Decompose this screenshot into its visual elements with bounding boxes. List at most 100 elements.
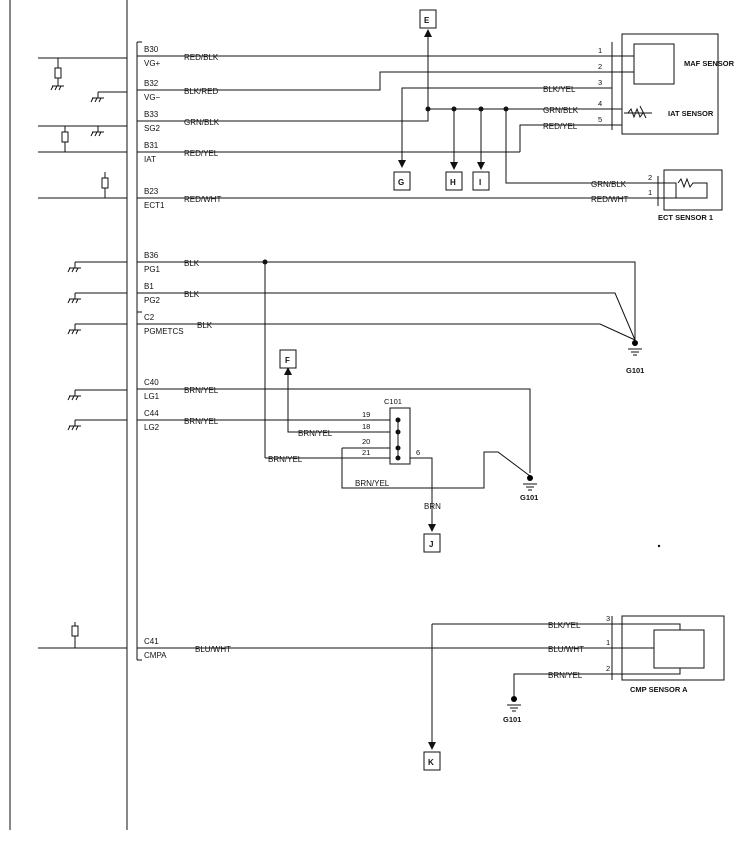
ect-sensor-label: ECT SENSOR 1	[658, 213, 713, 222]
label-c40-color: BRN/YEL	[184, 386, 219, 395]
pin-b33-name: SG2	[144, 124, 161, 133]
ecm-internal-circuits	[38, 57, 127, 649]
ground-g101-cmp: G101	[503, 696, 521, 724]
ref-i-label: I	[479, 178, 481, 187]
pin-b31-number: B31	[144, 141, 159, 150]
label-c101-low-color: BRN/YEL	[355, 479, 390, 488]
maf-pin-3: 3	[598, 78, 602, 87]
ref-box-k[interactable]: K	[423, 751, 441, 771]
c101-pin-20: 20	[362, 437, 370, 446]
label-maf5-color: RED/YEL	[543, 122, 578, 131]
pin-c40-number: C40	[144, 378, 159, 387]
ground-g101-main: G101	[626, 340, 644, 375]
c101-connector: C101 19 18 20 21 6	[362, 397, 420, 465]
wires	[137, 36, 658, 748]
c101-pin-21: 21	[362, 448, 370, 457]
label-cmp3-color: BLK/YEL	[548, 621, 581, 630]
label-b36-color: BLK	[184, 259, 200, 268]
label-cmp2-color: BRN/YEL	[548, 671, 583, 680]
cmp-sensor: 3 1 2 CMP SENSOR A	[606, 614, 725, 694]
ref-f-label: F	[285, 356, 290, 365]
wire-brn	[410, 457, 433, 530]
ground-g101-c101-label: G101	[520, 493, 538, 502]
wire-c40	[137, 388, 531, 473]
c101-pin-19: 19	[362, 410, 370, 419]
label-cmp1-color: BLU/WHT	[548, 645, 584, 654]
pin-b23-name: ECT1	[144, 201, 165, 210]
label-c41-color: BLU/WHT	[195, 645, 231, 654]
maf-pin-4: 4	[598, 99, 602, 108]
label-ect2-color: GRN/BLK	[591, 180, 627, 189]
pin-b36-name: PG1	[144, 265, 161, 274]
pin-b30-number: B30	[144, 45, 159, 54]
label-c2-color: BLK	[197, 321, 213, 330]
wire-ect2	[505, 109, 658, 184]
arrowheads	[284, 29, 485, 750]
wire-maf5	[519, 124, 612, 152]
ecm-pin-labels: B30 VG+ B32 VG− B33 SG2 B31 IAT B23 ECT1…	[144, 45, 184, 660]
ref-box-g[interactable]: G	[393, 171, 411, 191]
ref-box-i[interactable]: I	[472, 171, 490, 191]
pin-c41-number: C41	[144, 637, 159, 646]
label-b1-color: BLK	[184, 290, 200, 299]
c101-pin-6: 6	[416, 448, 420, 457]
maf-pin-2: 2	[598, 62, 602, 71]
maf-sensor-label: MAF SENSOR	[684, 59, 735, 68]
wire-to-f	[287, 370, 390, 433]
wire-b1	[137, 292, 636, 341]
ect-pin-2: 2	[648, 173, 652, 182]
maf-pin-5: 5	[598, 115, 602, 124]
label-maf4-color: GRN/BLK	[543, 106, 579, 115]
pin-b31-name: IAT	[144, 155, 156, 164]
pin-b1-name: PG2	[144, 296, 161, 305]
ref-h-label: H	[450, 178, 456, 187]
maf-iat-sensor: 1 2 3 4 5 MAF SENSOR IAT SENSOR	[598, 33, 735, 135]
label-brn-color: BRN	[424, 502, 441, 511]
label-ect1-color: RED/WHT	[591, 195, 628, 204]
wire-maf3	[401, 87, 612, 160]
ground-g101-main-label: G101	[626, 366, 644, 375]
wire-b32	[137, 71, 612, 91]
pin-b33-number: B33	[144, 110, 159, 119]
label-c101-18-color: BRN/YEL	[298, 429, 333, 438]
ref-box-f[interactable]: F	[279, 349, 297, 369]
wire-cmp2	[513, 673, 612, 696]
c101-label: C101	[384, 397, 402, 406]
pin-c44-name: LG2	[144, 423, 160, 432]
label-b31-color: RED/YEL	[184, 149, 219, 158]
label-b32-color: BLK/RED	[184, 87, 218, 96]
cmp-pin-3: 3	[606, 614, 610, 623]
ref-k-label: K	[428, 758, 434, 767]
pin-c41-name: CMPA	[144, 651, 167, 660]
label-b23-color: RED/WHT	[184, 195, 221, 204]
ref-box-j[interactable]: J	[423, 533, 441, 553]
ref-g-label: G	[398, 178, 404, 187]
cmp-sensor-label: CMP SENSOR A	[630, 685, 688, 694]
label-b30-color: RED/BLK	[184, 53, 219, 62]
ref-box-h[interactable]: H	[445, 171, 463, 191]
pin-c44-number: C44	[144, 409, 159, 418]
ref-j-label: J	[429, 540, 433, 549]
wire-b36	[137, 261, 636, 340]
c101-pin-18: 18	[362, 422, 370, 431]
wire-color-labels: RED/BLK BLK/RED GRN/BLK RED/YEL RED/WHT …	[184, 53, 628, 680]
pin-c40-name: LG1	[144, 392, 160, 401]
pin-b32-name: VG−	[144, 93, 161, 102]
ref-e-label: E	[424, 16, 430, 25]
cmp-pin-2: 2	[606, 664, 610, 673]
ecm-outline	[9, 0, 128, 830]
junction-dots	[262, 106, 661, 548]
pin-c2-name: PGMETCS	[144, 327, 184, 336]
pin-b1-number: B1	[144, 282, 154, 291]
ground-g101-c101: G101	[520, 475, 538, 502]
pin-b36-number: B36	[144, 251, 159, 260]
maf-pin-1: 1	[598, 46, 602, 55]
pin-c2-number: C2	[144, 313, 155, 322]
cmp-pin-1: 1	[606, 638, 610, 647]
wire-c101-low	[341, 448, 531, 489]
label-c44-color: BRN/YEL	[184, 417, 219, 426]
ref-box-e[interactable]: E	[419, 9, 437, 29]
pin-b23-number: B23	[144, 187, 159, 196]
label-b33-color: GRN/BLK	[184, 118, 220, 127]
